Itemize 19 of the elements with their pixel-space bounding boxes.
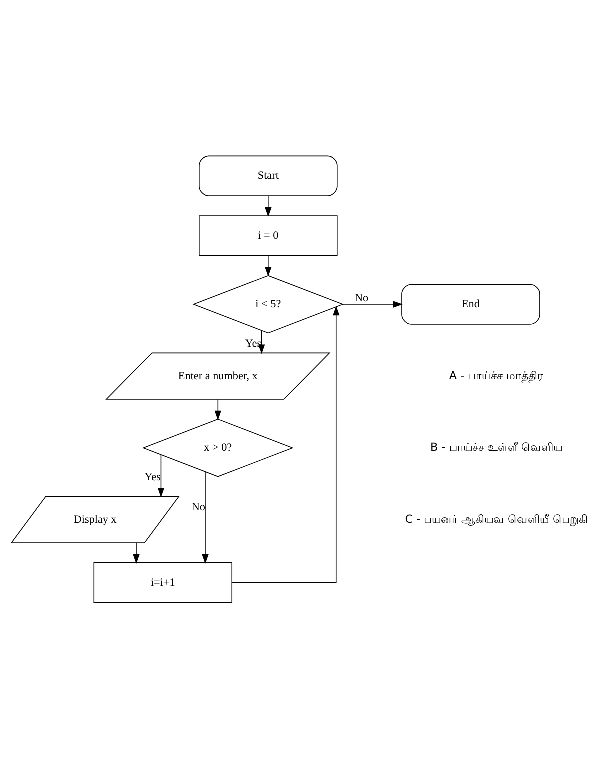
arrow bbox=[214, 398, 222, 420]
arrow bbox=[342, 300, 404, 308]
arrow bbox=[202, 471, 209, 564]
node-box: i = 0 bbox=[199, 215, 338, 256]
edge-label: No bbox=[192, 501, 206, 514]
edge-label: No bbox=[354, 292, 369, 304]
arrow bbox=[133, 542, 140, 564]
node-diamond: i < 5? bbox=[192, 274, 344, 334]
node-box: Start bbox=[199, 155, 338, 196]
arrow bbox=[258, 330, 266, 354]
arrow bbox=[265, 195, 272, 217]
arrow bbox=[232, 306, 340, 583]
node-box: End bbox=[402, 284, 540, 324]
label: C - பயனர் ஆகியவ வெளியீ பெறுகி bbox=[405, 512, 588, 526]
node-box: i=i+1 bbox=[94, 562, 233, 603]
arrow bbox=[265, 255, 272, 276]
label: A - பாய்ச்ச மாத்திர bbox=[449, 368, 544, 382]
label: B - பாய்ச்ச உள்ளீ வெளிய bbox=[430, 440, 562, 454]
arrow bbox=[158, 454, 165, 498]
